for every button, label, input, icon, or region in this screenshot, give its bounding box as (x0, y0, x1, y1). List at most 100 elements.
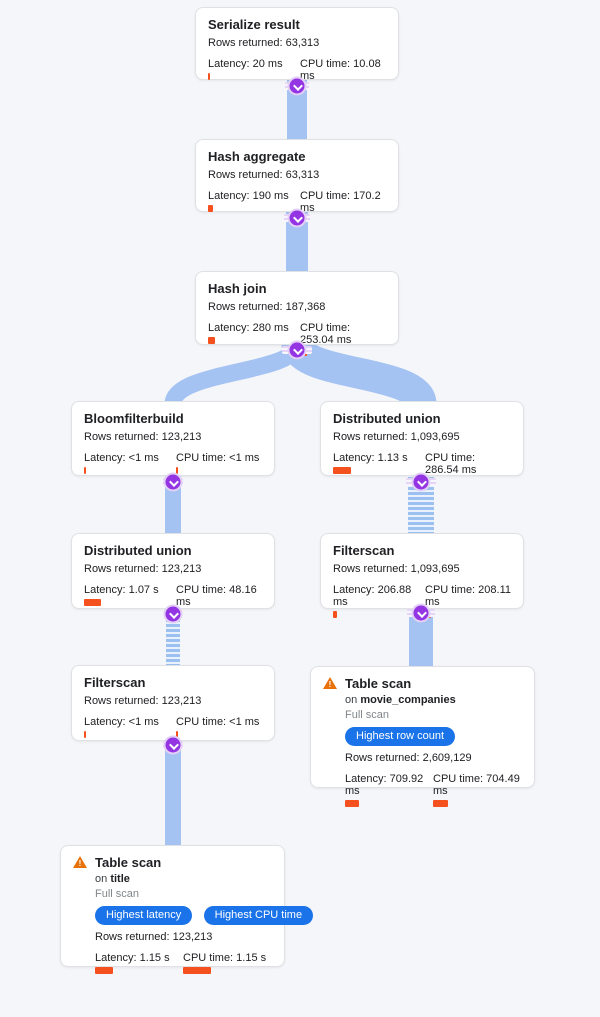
chevron-down-icon[interactable] (165, 606, 181, 622)
latency-metric: Latency: 20 ms (208, 58, 300, 92)
chevron-down-icon[interactable] (289, 210, 305, 226)
node-rows-returned: Rows returned: 123,213 (84, 563, 202, 575)
plan-node-serialize-result[interactable]: Serialize result Rows returned: 63,313 L… (195, 7, 399, 92)
cpu-metric: CPU time: 170.2 ms (300, 190, 386, 224)
node-rows-returned: Rows returned: 1,093,695 (333, 563, 460, 575)
warning-triangle-icon: ! (323, 677, 337, 690)
plan-node-distributed-union-right[interactable]: Distributed union Rows returned: 1,093,6… (320, 401, 524, 486)
latency-label: Latency: 190 ms (208, 190, 289, 202)
badge-highest-row-count: Highest row count (345, 727, 456, 746)
on-prefix: on (345, 694, 358, 706)
chevron-down-icon[interactable] (289, 78, 305, 94)
node-title: Hash join (208, 281, 267, 296)
cpu-metric: CPU time: 286.54 ms (425, 452, 511, 486)
cpu-metric: CPU time: 10.08 ms (300, 58, 386, 92)
flow-band-serialize-hashaggregate (287, 80, 307, 139)
latency-label: Latency: <1 ms (84, 716, 159, 728)
latency-metric: Latency: 1.13 s (333, 452, 425, 486)
on-prefix: on (95, 873, 108, 885)
flow-band-bloom-distunion (165, 476, 181, 533)
latency-metric: Latency: <1 ms (84, 452, 176, 474)
badge-highest-latency: Highest latency (95, 906, 193, 925)
node-rows-returned: Rows returned: 1,093,695 (333, 431, 460, 443)
table-name: title (110, 873, 130, 885)
cpu-bar (176, 467, 178, 474)
plan-node-hash-aggregate[interactable]: Hash aggregate Rows returned: 63,313 Lat… (195, 139, 399, 224)
plan-node-table-scan-movie-companies[interactable]: ! Table scan on movie_companies Full sca… (310, 666, 535, 807)
node-title: Table scan (95, 855, 162, 870)
latency-label: Latency: 20 ms (208, 58, 283, 70)
node-rows-returned: Rows returned: 63,313 (208, 37, 320, 49)
latency-bar (84, 467, 86, 474)
latency-metric: Latency: 709.92 ms (345, 773, 433, 807)
flow-band-filterscan-tablescan-left (165, 741, 181, 845)
latency-label: Latency: <1 ms (84, 452, 159, 464)
latency-metric: Latency: 190 ms (208, 190, 300, 224)
cpu-metric: CPU time: 1.15 s (183, 952, 266, 974)
cpu-label: CPU time: 48.16 ms (176, 584, 257, 608)
flow-band-hashaggregate-hashjoin (286, 212, 308, 271)
latency-bar (333, 467, 351, 474)
latency-metric: Latency: 280 ms (208, 322, 300, 356)
node-title: Serialize result (208, 17, 300, 32)
latency-metric: Latency: <1 ms (84, 716, 176, 738)
latency-metric: Latency: 1.07 s (84, 584, 176, 618)
latency-bar (208, 205, 213, 212)
node-rows-returned: Rows returned: 123,213 (84, 695, 202, 707)
latency-metric: Latency: 206.88 ms (333, 584, 425, 618)
chevron-down-icon[interactable] (413, 605, 429, 621)
chevron-down-icon[interactable] (165, 474, 181, 490)
cpu-metric: CPU time: 253.04 ms (300, 322, 386, 356)
cpu-bar (176, 731, 178, 738)
chevron-down-icon[interactable] (413, 474, 429, 490)
cpu-bar (183, 967, 211, 974)
node-rows-returned: Rows returned: 2,609,129 (345, 752, 472, 764)
node-title: Filterscan (84, 675, 146, 690)
plan-node-filterscan-right[interactable]: Filterscan Rows returned: 1,093,695 Late… (320, 533, 524, 618)
latency-bar (84, 731, 86, 738)
table-name: movie_companies (360, 694, 456, 706)
cpu-label: CPU time: 10.08 ms (300, 58, 381, 82)
latency-label: Latency: 1.07 s (84, 584, 159, 596)
plan-node-filterscan-left[interactable]: Filterscan Rows returned: 123,213 Latenc… (71, 665, 275, 741)
chevron-down-icon[interactable] (165, 737, 181, 753)
node-title: Filterscan (333, 543, 395, 558)
latency-label: Latency: 206.88 ms (333, 584, 412, 608)
plan-node-bloomfilterbuild[interactable]: Bloomfilterbuild Rows returned: 123,213 … (71, 401, 275, 476)
cpu-metric: CPU time: <1 ms (176, 452, 259, 474)
node-title: Distributed union (333, 411, 441, 426)
node-title: Distributed union (84, 543, 192, 558)
chevron-down-icon[interactable] (289, 342, 305, 358)
scan-target: on title (95, 873, 272, 885)
plan-node-distributed-union-left[interactable]: Distributed union Rows returned: 123,213… (71, 533, 275, 618)
latency-label: Latency: 709.92 ms (345, 773, 424, 797)
plan-node-hash-join[interactable]: Hash join Rows returned: 187,368 Latency… (195, 271, 399, 356)
cpu-label: CPU time: 208.11 ms (425, 584, 512, 608)
cpu-label: CPU time: <1 ms (176, 716, 260, 728)
node-rows-returned: Rows returned: 123,213 (84, 431, 202, 443)
scan-target: on movie_companies (345, 694, 522, 706)
plan-node-table-scan-title[interactable]: ! Table scan on title Full scan Highest … (60, 845, 314, 974)
latency-bar (95, 967, 113, 974)
cpu-label: CPU time: <1 ms (176, 452, 260, 464)
cpu-bar (433, 800, 448, 807)
latency-bar (345, 800, 359, 807)
latency-label: Latency: 1.13 s (333, 452, 408, 464)
cpu-label: CPU time: 1.15 s (183, 952, 267, 964)
cpu-label: CPU time: 286.54 ms (425, 452, 477, 476)
cpu-metric: CPU time: 208.11 ms (425, 584, 511, 618)
cpu-label: CPU time: 704.49 ms (433, 773, 520, 797)
node-title: Hash aggregate (208, 149, 306, 164)
node-title: Bloomfilterbuild (84, 411, 184, 426)
node-rows-returned: Rows returned: 123,213 (95, 931, 213, 943)
badge-highest-cpu-time: Highest CPU time (203, 906, 314, 925)
node-title: Table scan (345, 676, 412, 691)
cpu-label: CPU time: 253.04 ms (300, 322, 352, 346)
node-rows-returned: Rows returned: 187,368 (208, 301, 326, 313)
latency-metric: Latency: 1.15 s (95, 952, 183, 974)
warning-triangle-icon: ! (73, 856, 87, 869)
cpu-label: CPU time: 170.2 ms (300, 190, 381, 214)
latency-bar (84, 599, 101, 606)
scan-type: Full scan (95, 888, 140, 900)
latency-bar (208, 337, 215, 344)
